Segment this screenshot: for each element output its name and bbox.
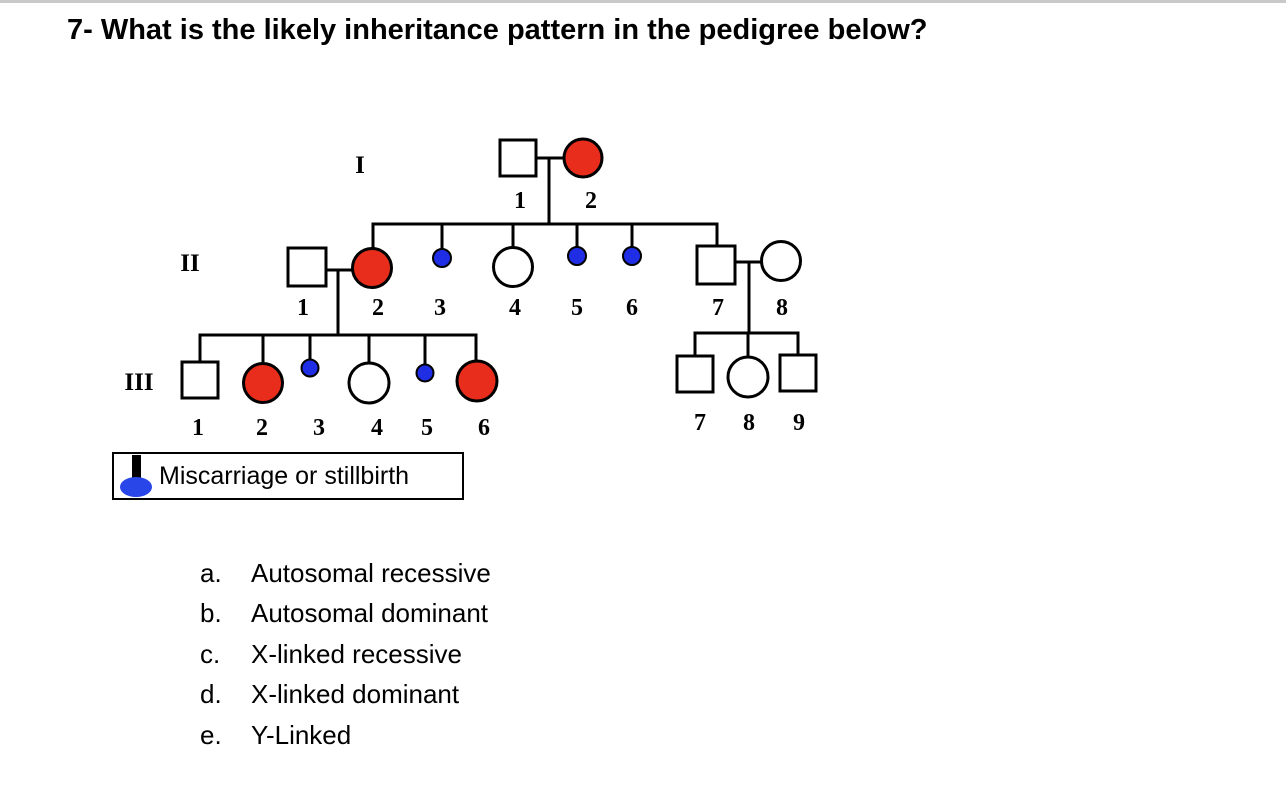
miscarriage-icon <box>120 455 152 497</box>
number-III-2: 2 <box>256 415 268 441</box>
option-b: b. Autosomal dominant <box>200 594 491 635</box>
option-a-text: Autosomal recessive <box>251 557 491 588</box>
option-d-letter: d. <box>200 679 222 710</box>
individual-III-2 <box>242 362 284 404</box>
gen2-right-family-lines <box>693 260 800 358</box>
individual-I-1 <box>498 138 538 178</box>
option-e-letter: e. <box>200 719 222 750</box>
gen2-left-family-lines <box>198 268 478 365</box>
option-d-text: X-linked dominant <box>251 679 460 710</box>
option-c-text: X-linked recessive <box>251 638 462 669</box>
individual-II-2 <box>351 247 393 289</box>
number-III-6: 6 <box>478 415 490 441</box>
number-III-7: 7 <box>694 410 706 436</box>
option-b-text: Autosomal dominant <box>251 598 489 629</box>
legend-label: Miscarriage or stillbirth <box>159 461 410 490</box>
miscarriage-II-6 <box>622 246 642 266</box>
number-I-1: 1 <box>514 188 526 214</box>
legend-box: Miscarriage or stillbirth <box>112 452 464 500</box>
option-b-letter: b. <box>200 598 222 629</box>
miscarriage-II-3 <box>432 248 452 268</box>
number-II-7: 7 <box>712 295 724 321</box>
miscarriage-III-5 <box>415 363 435 383</box>
miscarriage-II-5 <box>567 246 587 266</box>
option-c: c. X-linked recessive <box>200 634 491 675</box>
option-a-letter: a. <box>200 557 222 588</box>
individual-II-4 <box>492 246 534 288</box>
number-III-8: 8 <box>743 410 755 436</box>
number-II-5: 5 <box>571 295 583 321</box>
miscarriage-III-3 <box>300 358 320 378</box>
individual-III-6 <box>455 359 499 403</box>
number-II-8: 8 <box>776 295 788 321</box>
window-top-border <box>0 0 1286 3</box>
number-II-2: 2 <box>372 295 384 321</box>
number-II-3: 3 <box>434 295 446 321</box>
option-e: e. Y-Linked <box>200 715 491 756</box>
option-e-text: Y-Linked <box>251 719 352 750</box>
number-III-4: 4 <box>371 415 383 441</box>
individual-III-4 <box>347 361 391 405</box>
individual-I-2 <box>562 137 604 179</box>
number-III-1: 1 <box>192 415 204 441</box>
number-III-5: 5 <box>421 415 433 441</box>
individual-III-7 <box>675 354 715 394</box>
number-III-3: 3 <box>313 415 325 441</box>
option-d: d. X-linked dominant <box>200 675 491 716</box>
number-II-1: 1 <box>297 295 309 321</box>
number-II-4: 4 <box>509 295 521 321</box>
generation-label-1: I <box>355 152 365 179</box>
individual-II-8 <box>760 240 802 282</box>
generation-label-2: II <box>180 250 199 277</box>
individual-III-8 <box>726 355 770 399</box>
gen1-family-lines <box>371 156 719 250</box>
individual-III-9 <box>778 353 818 393</box>
individual-II-1 <box>286 246 328 288</box>
answer-options: a. Autosomal recessive b. Autosomal domi… <box>200 553 491 756</box>
number-III-9: 9 <box>793 410 805 436</box>
question-title: 7- What is the likely inheritance patter… <box>67 14 928 46</box>
option-a: a. Autosomal recessive <box>200 553 491 594</box>
number-II-6: 6 <box>626 295 638 321</box>
generation-label-3: III <box>124 369 153 396</box>
number-I-2: 2 <box>585 188 597 214</box>
option-c-letter: c. <box>200 638 221 669</box>
individual-II-7 <box>695 244 737 286</box>
individual-III-1 <box>180 360 220 400</box>
